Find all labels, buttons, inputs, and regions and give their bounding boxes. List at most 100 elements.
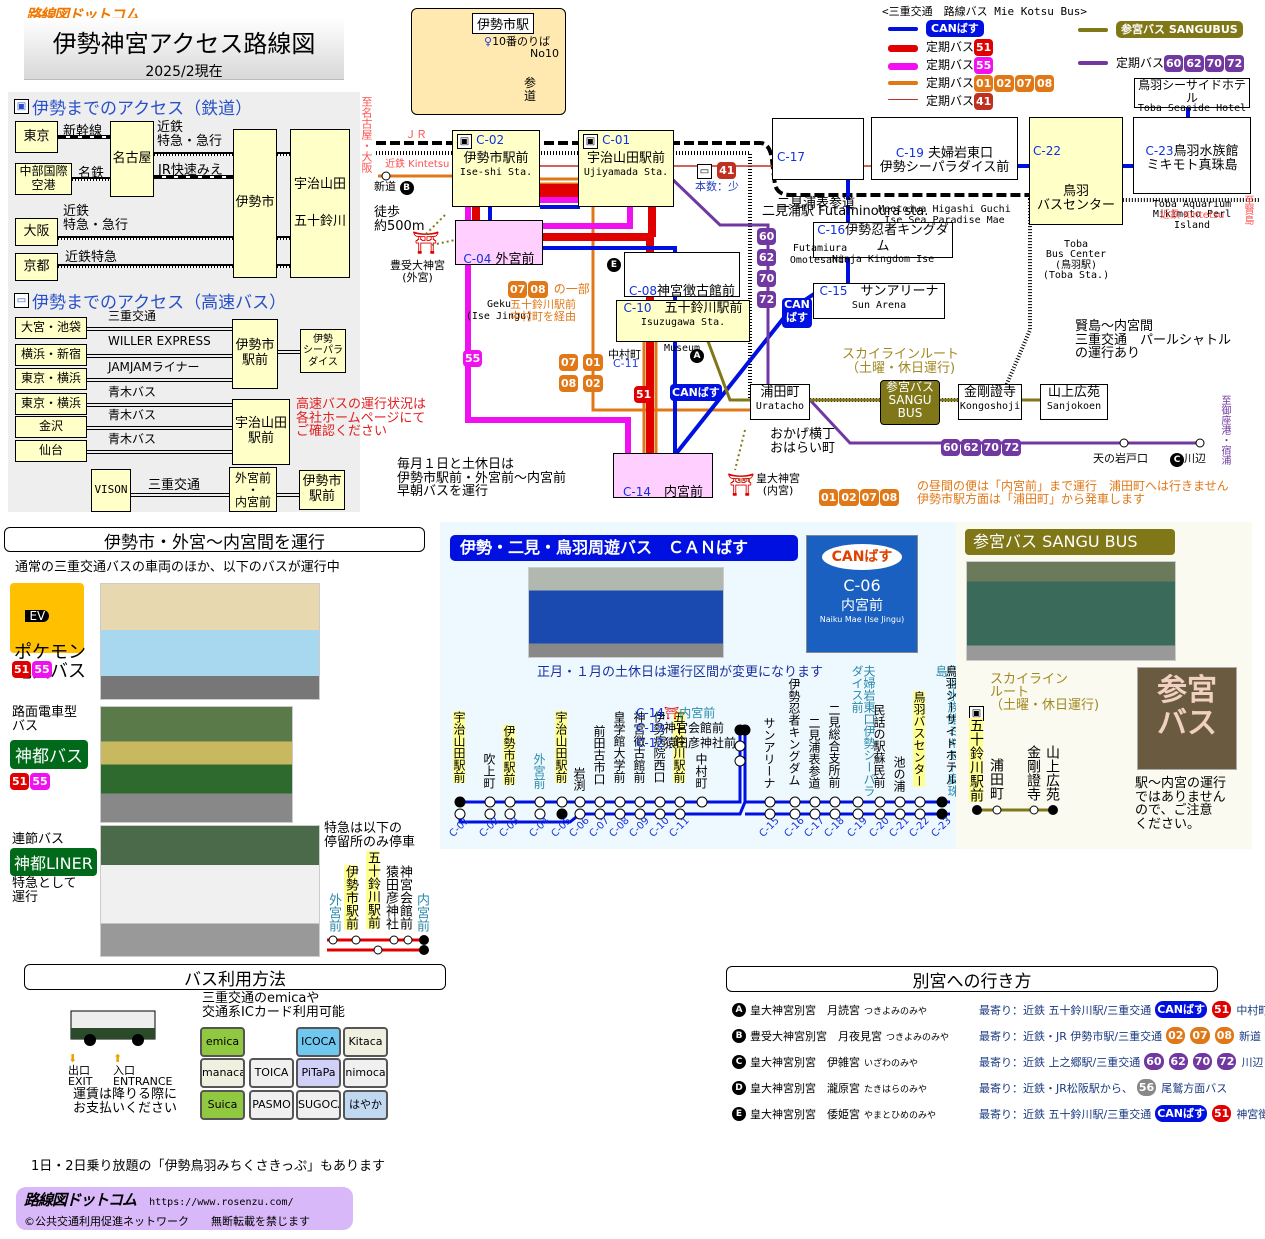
ise-seaparadise-line xyxy=(278,350,300,354)
vison-box: VISON xyxy=(91,469,131,512)
kintetsu-osaka-line xyxy=(58,236,233,240)
can-stop-label: 皇学館大学前 xyxy=(612,711,626,783)
express-stop-isuzugawa xyxy=(373,945,383,955)
mark-a-icon: A xyxy=(732,1002,746,1017)
station-c10[interactable]: C-10 五十鈴川駅前 Isuzugawa Sta. xyxy=(616,300,750,342)
ic-card-toica: TOICA xyxy=(249,1058,294,1088)
nearest-stop: 川辺 xyxy=(1241,1055,1264,1069)
can-stop-west xyxy=(484,796,496,808)
highway-origin: 大宮・池袋 xyxy=(15,317,87,339)
route-badge: 08 xyxy=(1214,1027,1235,1044)
station-c15[interactable]: C-15 サンアリーナ Sun Arena xyxy=(813,283,945,319)
ise-uji-line-2 xyxy=(277,236,290,240)
station-c02[interactable]: ▣ C-02 伊勢市駅前 Ise-shi Sta. xyxy=(452,130,540,207)
station-c23[interactable]: C-23鳥羽水族館 ミキモト真珠島 Toba Aquarium Mikimoto… xyxy=(1133,117,1251,231)
station-toba-hotel[interactable]: 鳥羽シーサイドホテル Toba Seaside Hotel xyxy=(1134,78,1250,114)
c08-code: C-08 xyxy=(629,284,657,299)
origin-airport: 中部国際空港 xyxy=(15,163,72,195)
ic-card-pasmo: PASMO xyxy=(249,1090,294,1120)
badge-07: 07 xyxy=(559,354,579,371)
route-51-line xyxy=(472,184,656,455)
daytime-note: の昼間の便は「内宮前」まで運行 浦田町へは行きません 伊勢市駅方面は「浦田町」か… xyxy=(917,479,1229,507)
vison-line xyxy=(131,493,229,497)
station-c22[interactable]: C-22 鳥羽 バスセンター Toba Bus Center (鳥羽駅) (To… xyxy=(1029,117,1123,281)
express-stop-naiku xyxy=(419,935,429,945)
can-stop-west xyxy=(574,796,586,808)
kintetsu-kyoto-label: 近鉄特急 xyxy=(65,250,118,265)
c04-name: 外宮前 xyxy=(495,252,535,268)
shuttle-heading: 伊勢市・外宮〜内宮間を運行 xyxy=(4,527,425,553)
vison-dest-iseshi: 伊勢市 駅前 xyxy=(299,470,345,510)
can-stop-east xyxy=(936,796,948,808)
station-c19[interactable]: C-19 夫婦岩東口 伊勢シーパラダイス前 Meotoiwa Higashi G… xyxy=(871,117,1018,226)
highway-operator: WILLER EXPRESS xyxy=(108,334,211,348)
sanjokoen-name: 山上広苑 xyxy=(1047,385,1100,400)
can-stop-east-return xyxy=(936,808,948,820)
iseshi-station-inset: 伊勢市駅 ♀10番のりば No10 参 道 xyxy=(411,8,566,115)
bus-icon: ▭ xyxy=(697,164,712,179)
kintetsu-osaka-label: 近鉄 特急・急行 xyxy=(63,204,129,233)
station-sanjokoen[interactable]: 山上広苑 Sanjokoen xyxy=(1040,384,1108,420)
route-badge: 07 xyxy=(1190,1027,1210,1044)
pokemon-bus-badge: EV ポケモン 電気バス xyxy=(10,583,86,680)
legend-swatch xyxy=(888,27,918,31)
train-icon: ▣ xyxy=(14,99,29,114)
station-c08[interactable]: C-08神宮徴古館前 Jingu Chokokan Museum xyxy=(624,252,740,354)
can-stop-label: 二見浦表参道 xyxy=(807,717,821,789)
can-stop-west xyxy=(674,796,686,808)
title-block: 伊勢神宮アクセス路線図 2025/2現在 xyxy=(24,18,344,80)
sangu-stop-kongoshoji: 金剛證寺 xyxy=(1025,745,1041,801)
station-c01[interactable]: ▣ C-01 宇治山田駅前 Ujiyamada Sta. xyxy=(578,130,674,207)
route-badge: 72 xyxy=(1217,1053,1237,1070)
station-kongoshoji[interactable]: 金剛證寺 Kongoshoji xyxy=(958,384,1022,420)
sign-name: 内宮前 xyxy=(841,598,883,614)
c14-name: 内宮前 xyxy=(663,485,703,501)
can-stop-label: 二見総合支所前 xyxy=(827,704,841,788)
badge-08: 08 xyxy=(559,375,579,392)
route-badge-51: 51 xyxy=(974,39,994,56)
c23-name: 鳥羽水族館 ミキモト真珠島 xyxy=(1146,144,1239,173)
usage-heading: バス利用方法 xyxy=(24,964,446,990)
c11-label: C-11 xyxy=(613,357,639,370)
can-stop-west-return xyxy=(574,808,586,820)
can-stop-east xyxy=(852,796,864,808)
nearest-access: 最寄り：近鉄 五十鈴川駅/三重交通 xyxy=(979,1003,1152,1017)
nearest-stop: 尾鷲方面バス xyxy=(1161,1081,1228,1095)
futaminoura-label: 二見浦駅 Futaminoura sta. xyxy=(762,204,929,219)
can-stop-east xyxy=(874,796,886,808)
station-uratacho[interactable]: 浦田町 Uratacho xyxy=(750,384,810,420)
mark-d-icon: D xyxy=(732,1080,746,1095)
shrine-name: 豊受大神宮別宮 月夜見宮 xyxy=(750,1029,882,1043)
can-stop-west-return xyxy=(556,808,568,820)
station-c04[interactable]: C-04 外宮前 Geku (Ise Jingu) xyxy=(455,220,543,322)
c10-name: 五十鈴川駅前 xyxy=(664,301,743,316)
via-note-b: 五十鈴川駅前 中村町を経由 xyxy=(510,298,576,324)
dest-isuzu-label: 五十鈴川 xyxy=(293,213,346,229)
torii-geku-icon: ⛩ xyxy=(412,231,440,256)
footer-url[interactable]: https://www.rosenzu.com/ xyxy=(149,1197,294,1208)
can-stop-label: 岩渕 xyxy=(572,767,586,791)
station-c17[interactable]: C-17 二見浦表参道 Futamiura Omotesando xyxy=(772,118,864,266)
inset-stop-text: 10番のりば xyxy=(492,35,551,48)
shinto-bus-photo xyxy=(100,706,293,823)
express-route-diagram xyxy=(327,935,429,955)
toba-hotel-en: Toba Seaside Hotel xyxy=(1137,103,1247,115)
hub-nagoya: 名古屋 xyxy=(110,121,154,197)
route-badge-55: 55 xyxy=(974,57,994,74)
c14-code: C-14 xyxy=(622,485,651,500)
branch-code: C-12 xyxy=(636,736,664,750)
can-stop-east-return xyxy=(829,808,841,820)
kintetsu-label: 近鉄 Kintetsu xyxy=(385,159,450,170)
date-label: 2025/2現在 xyxy=(145,64,223,80)
station-c14[interactable]: C-14 内宮前 Naiku (Ise Jingu) xyxy=(613,453,713,555)
bus-icon: ▭ xyxy=(14,293,29,308)
dest-iseshi: 伊勢市 xyxy=(233,129,277,278)
route-badge: CANばす xyxy=(1155,1105,1207,1122)
legend-swatch xyxy=(1078,61,1108,65)
express-note: 特急は以下の 停留所のみ停車 xyxy=(324,821,416,850)
highway-operator: 青木バス xyxy=(108,408,157,422)
can-stop-label: 宇治山田駅前 xyxy=(452,711,466,783)
station-c16[interactable]: C-16伊勢忍者キングダム Ninja Kingdom Ise xyxy=(813,222,953,265)
footer-box: 路線図ドットコム https://www.rosenzu.com/ ©公共交通利… xyxy=(16,1187,353,1230)
